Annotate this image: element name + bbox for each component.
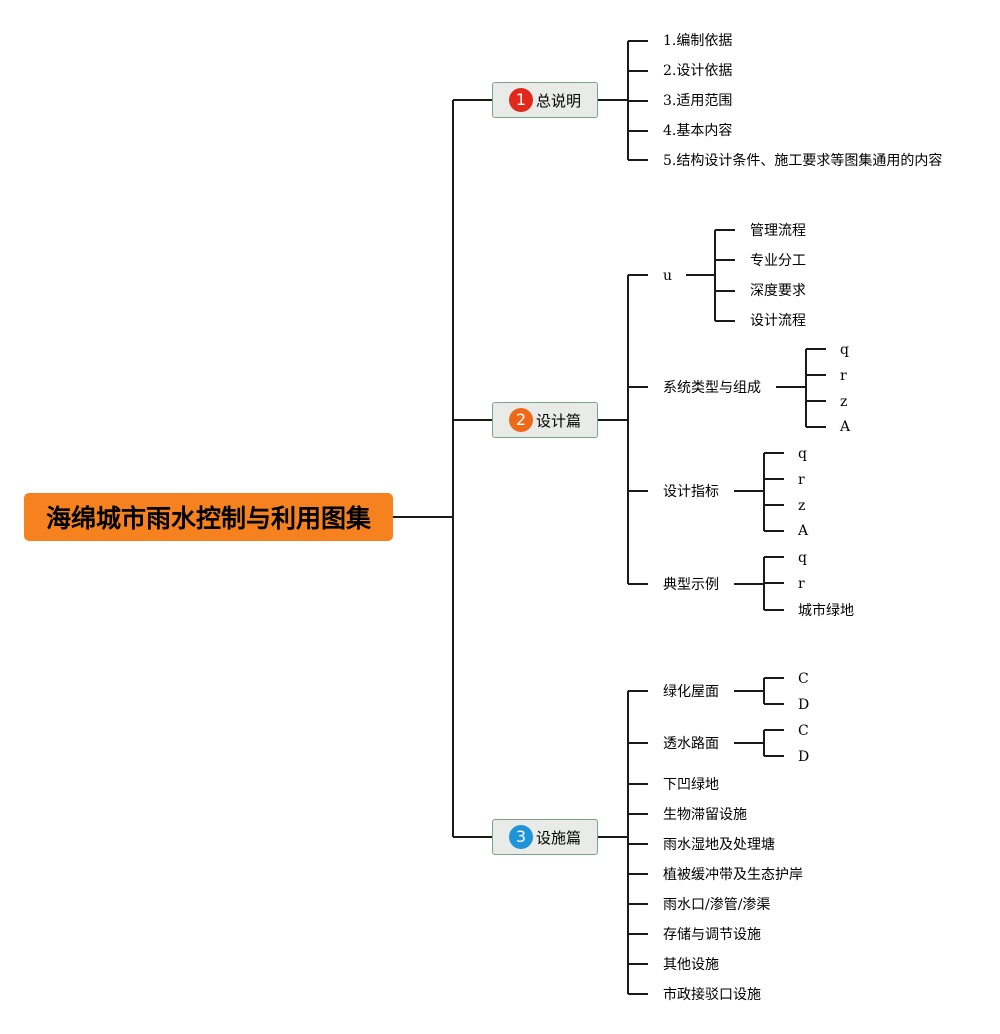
topic-item[interactable]: 市政接驳口设施 <box>663 987 761 1003</box>
subtopic-item[interactable]: 管理流程 <box>750 223 806 239</box>
topic-item[interactable]: u <box>663 268 673 284</box>
number-2-badge-icon: 2 <box>508 408 533 432</box>
subtopic-item[interactable]: 专业分工 <box>750 253 806 269</box>
root-node[interactable]: 海绵城市雨水控制与利用图集 <box>24 493 393 541</box>
branch-design[interactable]: 2 设计篇 <box>492 402 598 438</box>
subtopic-item[interactable]: 设计流程 <box>750 313 806 329</box>
topic-item[interactable]: 存储与调节设施 <box>663 927 761 943</box>
topic-item[interactable]: 雨水口/渗管/渗渠 <box>663 897 771 913</box>
topic-item[interactable]: 1.编制依据 <box>663 33 733 49</box>
branch-facilities[interactable]: 3 设施篇 <box>492 819 598 855</box>
subtopic-item[interactable]: r <box>798 576 805 592</box>
subtopic-item[interactable]: A <box>798 523 809 539</box>
branch-general-notes[interactable]: 1 总说明 <box>492 82 598 118</box>
topic-item[interactable]: 5.结构设计条件、施工要求等图集通用的内容 <box>663 153 943 169</box>
topic-item[interactable]: 3.适用范围 <box>663 93 733 109</box>
subtopic-item[interactable]: r <box>840 368 847 384</box>
number-3-badge-icon: 3 <box>508 825 533 849</box>
branch-label: 设施篇 <box>535 828 581 847</box>
topic-item[interactable]: 设计指标 <box>663 484 719 500</box>
subtopic-item[interactable]: A <box>840 419 851 435</box>
subtopic-item[interactable]: C <box>798 671 809 687</box>
subtopic-item[interactable]: z <box>840 394 848 410</box>
subtopic-item[interactable]: r <box>798 472 805 488</box>
number-1-badge-icon: 1 <box>508 88 533 112</box>
subtopic-item[interactable]: D <box>798 697 810 713</box>
subtopic-item[interactable]: z <box>798 498 806 514</box>
subtopic-item[interactable]: q <box>840 342 849 358</box>
topic-item[interactable]: 系统类型与组成 <box>663 380 761 396</box>
subtopic-item[interactable]: 深度要求 <box>750 283 806 299</box>
topic-item[interactable]: 其他设施 <box>663 957 719 973</box>
topic-item[interactable]: 典型示例 <box>663 577 719 593</box>
topic-item[interactable]: 植被缓冲带及生态护岸 <box>663 867 803 883</box>
root-label: 海绵城市雨水控制与利用图集 <box>45 504 371 533</box>
branch-label: 设计篇 <box>535 411 581 430</box>
subtopic-item[interactable]: D <box>798 749 810 765</box>
topic-item[interactable]: 2.设计依据 <box>663 63 733 79</box>
branch-label: 总说明 <box>535 91 581 110</box>
topic-item[interactable]: 下凹绿地 <box>663 777 719 793</box>
subtopic-item[interactable]: q <box>798 446 807 462</box>
topic-item[interactable]: 生物滞留设施 <box>663 807 747 823</box>
topic-item[interactable]: 透水路面 <box>663 736 719 752</box>
subtopic-item[interactable]: C <box>798 723 809 739</box>
topic-item[interactable]: 雨水湿地及处理塘 <box>663 837 775 853</box>
subtopic-item[interactable]: q <box>798 550 807 566</box>
subtopic-item[interactable]: 城市绿地 <box>798 603 854 619</box>
topic-item[interactable]: 绿化屋面 <box>663 684 719 700</box>
topic-item[interactable]: 4.基本内容 <box>663 123 733 139</box>
